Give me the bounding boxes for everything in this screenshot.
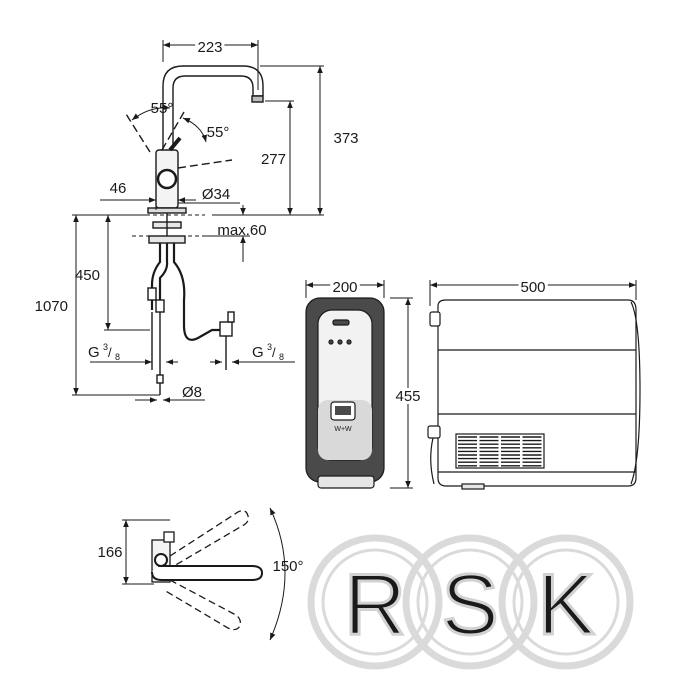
dim-hose-450: 450	[75, 267, 100, 284]
dim-swivel-offset: 166	[97, 544, 122, 561]
dim-hose-length: 1070	[35, 298, 68, 315]
dim-height-spout: 277	[261, 151, 286, 168]
dim-angle-left: 55°	[151, 100, 174, 117]
boiler-side-dimensions	[429, 280, 637, 306]
faucet-dimensions	[72, 40, 324, 403]
dim-boiler-height: 455	[395, 388, 420, 405]
dim-faucet-width-text: 223	[197, 39, 222, 56]
dim-faucet-width: 223	[197, 39, 222, 56]
dim-boiler-width: 200	[332, 279, 357, 296]
thread-left-num: 3	[103, 342, 108, 352]
lever-knob	[156, 168, 178, 190]
watermark-ring-k	[498, 534, 634, 670]
dim-boiler-width-text: 200	[332, 279, 357, 296]
thread-left-slash: /	[108, 345, 112, 360]
thread-right-g: G	[252, 344, 264, 361]
swivel-spout-main	[151, 565, 264, 581]
thread-left-g: G	[88, 344, 100, 361]
dim-height-total: 373	[333, 130, 358, 147]
dim-base-offset: 46	[110, 180, 127, 197]
swivel-dimensions	[122, 519, 170, 585]
watermark-ring-s	[402, 534, 538, 670]
dim-angle-right: 55°	[207, 124, 230, 141]
dim-boiler-height-bg: 455	[395, 388, 420, 405]
swivel-top-view	[151, 507, 286, 641]
thread-left-label: G 3 / 8	[88, 342, 120, 362]
boiler-vent-grille	[455, 433, 545, 469]
boiler-front-view: W+W	[305, 297, 385, 489]
boiler-side-connectors	[427, 311, 441, 485]
dim-swivel-angle: 150°	[272, 558, 303, 575]
dim-counter-max: max.60	[217, 222, 266, 239]
swivel-spout-ghost-1	[169, 510, 250, 567]
thread-right-slash: /	[272, 345, 276, 360]
watermark-letter-k: K	[537, 557, 594, 653]
thread-right-num: 3	[267, 342, 272, 352]
thread-right-label: G 3 / 8	[252, 342, 284, 362]
dim-boiler-depth: 500	[520, 279, 545, 296]
swivel-spout-ghost-2	[163, 579, 242, 631]
boiler-icon-text: W+W	[334, 426, 352, 433]
boiler-side-view	[427, 299, 641, 490]
swivel-arc	[269, 507, 286, 641]
faucet-handle	[168, 136, 182, 152]
watermark-letter-r: R	[344, 557, 406, 653]
watermark-letter-s: S	[441, 557, 498, 653]
boiler-front-dimensions	[305, 280, 413, 489]
base-flange	[147, 207, 187, 214]
dim-boiler-depth-bg: 500	[520, 279, 545, 296]
boiler-top-logo	[332, 319, 350, 326]
dim-tube-diameter: Ø8	[182, 384, 202, 401]
thread-left-den: 8	[115, 352, 120, 362]
supply-hoses	[150, 243, 222, 341]
thread-right-den: 8	[279, 352, 284, 362]
rsk-watermark: R S K	[307, 534, 634, 670]
dim-base-diameter: Ø34	[202, 186, 230, 203]
t-valve	[219, 311, 235, 370]
faucet-labels: 223 223 55° 55° 277 373 46 Ø34 max.60 45…	[35, 36, 359, 401]
spout-aerator	[251, 95, 264, 103]
watermark-ring-r	[307, 534, 443, 670]
